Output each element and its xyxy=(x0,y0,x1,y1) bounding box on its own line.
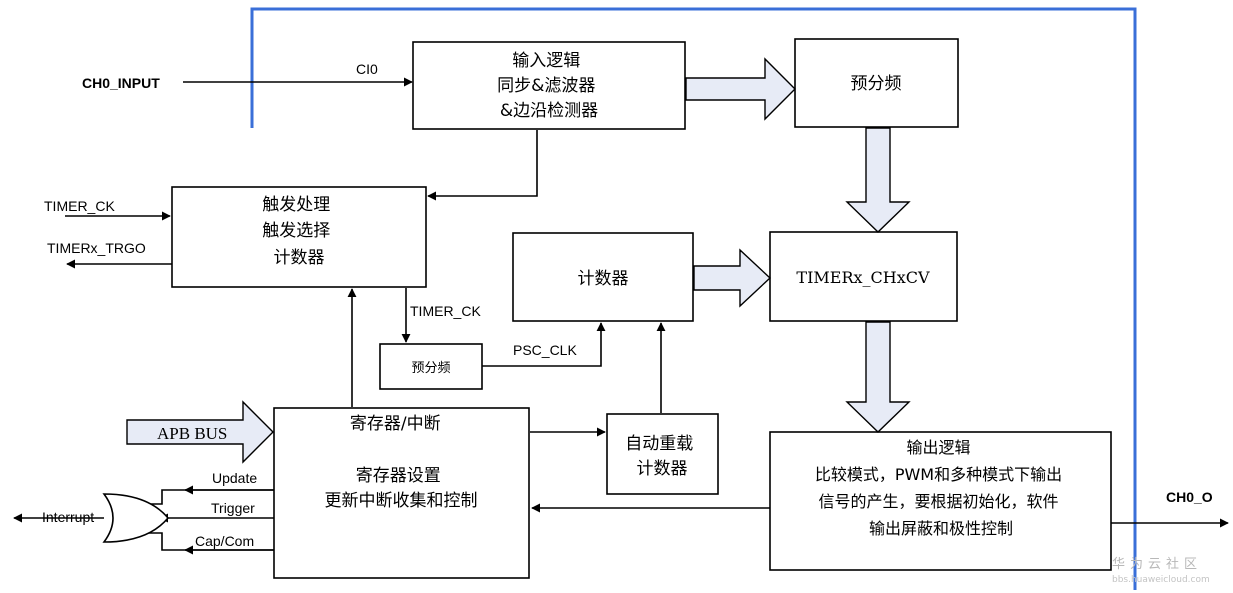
psc-clk-wire xyxy=(482,322,606,367)
trigger-signal-label: Trigger xyxy=(211,500,255,516)
ch0-input-label: CH0_INPUT xyxy=(82,75,160,91)
input-logic-line-1: 输入逻辑 xyxy=(512,51,580,71)
svg-text:寄存器/中断 寄存器设置 更新中断收集和控制: 寄存器/中断 寄存器设置 更新中断收集和控制 xyxy=(325,414,478,511)
input-logic-line-3: &边沿检测器 xyxy=(500,101,598,121)
ci0-label: CI0 xyxy=(356,61,378,77)
input-logic-line-2: 同步&滤波器 xyxy=(497,76,595,96)
prescaler-top-label: 预分频 xyxy=(851,74,902,94)
input-to-trigger-wire xyxy=(427,130,538,201)
block-arrow-chxcv-to-output xyxy=(845,321,911,433)
cap-com-label: Cap/Com xyxy=(195,533,254,549)
svg-text:触发处理 触发选择 计数器: 触发处理 触发选择 计数器 xyxy=(262,195,335,268)
apb-bus-label: APB BUS xyxy=(157,424,227,443)
update-label: Update xyxy=(212,470,257,486)
block-arrow-prescaler-to-chxcv xyxy=(845,127,911,233)
counter-label: 计数器 xyxy=(578,269,629,289)
svg-text:计数器: 计数器 xyxy=(578,269,629,289)
output-logic-line-4: 输出屏蔽和极性控制 xyxy=(869,519,1013,538)
channel-outline xyxy=(250,7,1137,590)
svg-text:TIMERx_CHxCV: TIMERx_CHxCV xyxy=(796,268,930,287)
output-logic-line-1: 输出逻辑 xyxy=(906,438,970,457)
trigger-line-3: 计数器 xyxy=(274,248,325,268)
watermark-url: bbs.huaweicloud.com xyxy=(1112,575,1210,585)
block-arrow-input-to-prescaler xyxy=(685,57,796,121)
psc-clk-label: PSC_CLK xyxy=(513,342,577,358)
trigger-line-2: 触发选择 xyxy=(262,221,330,241)
or-gate xyxy=(102,493,170,543)
output-logic-line-2: 比较模式，PWM和多种模式下输出 xyxy=(815,465,1062,484)
timer-ck-in-label: TIMER_CK xyxy=(44,198,115,214)
autoreload-box xyxy=(606,413,719,495)
timer-ck-mid-label: TIMER_CK xyxy=(410,303,481,319)
interrupt-label: Interrupt xyxy=(42,509,94,525)
watermark-title: 华为云社区 xyxy=(1112,556,1202,572)
apb-bus-arrow xyxy=(126,400,274,464)
ch0-o-label: CH0_O xyxy=(1166,489,1213,505)
timerx-trgo-label: TIMERx_TRGO xyxy=(47,240,146,256)
chxcv-label: TIMERx_CHxCV xyxy=(796,268,930,287)
register-line-1: 寄存器设置 xyxy=(356,466,441,486)
trigger-box xyxy=(171,186,427,288)
counter-box xyxy=(512,232,694,322)
svg-text:预分频: 预分频 xyxy=(851,74,902,94)
register-title: 寄存器/中断 xyxy=(350,414,441,434)
register-line-2: 更新中断收集和控制 xyxy=(325,491,478,511)
autoreload-line-2: 计数器 xyxy=(637,459,688,479)
prescaler-top-box xyxy=(794,38,959,128)
register-box xyxy=(273,407,530,579)
trigger-line-1: 触发处理 xyxy=(262,195,330,215)
input-logic-box xyxy=(412,41,686,130)
svg-text:预分频: 预分频 xyxy=(411,361,450,376)
svg-text:自动重载 计数器: 自动重载 计数器 xyxy=(625,434,698,479)
chxcv-box xyxy=(769,231,958,322)
block-arrow-counter-to-chxcv xyxy=(693,248,772,308)
svg-text:输出逻辑 比较模式，PWM和多种模式下输出: 输出逻辑 比较模式，PWM和多种模式下输出 信号的产生，要根据初始化，软件 输出… xyxy=(815,438,1067,538)
svg-text:输入逻辑 同步&滤波器 &边沿检测器: 输入逻辑 同步&滤波器 &边沿检测器 xyxy=(497,51,601,121)
output-logic-box xyxy=(769,431,1112,571)
prescaler-small-label: 预分频 xyxy=(411,361,450,376)
autoreload-line-1: 自动重载 xyxy=(625,434,693,454)
output-logic-line-3: 信号的产生，要根据初始化，软件 xyxy=(818,492,1058,511)
